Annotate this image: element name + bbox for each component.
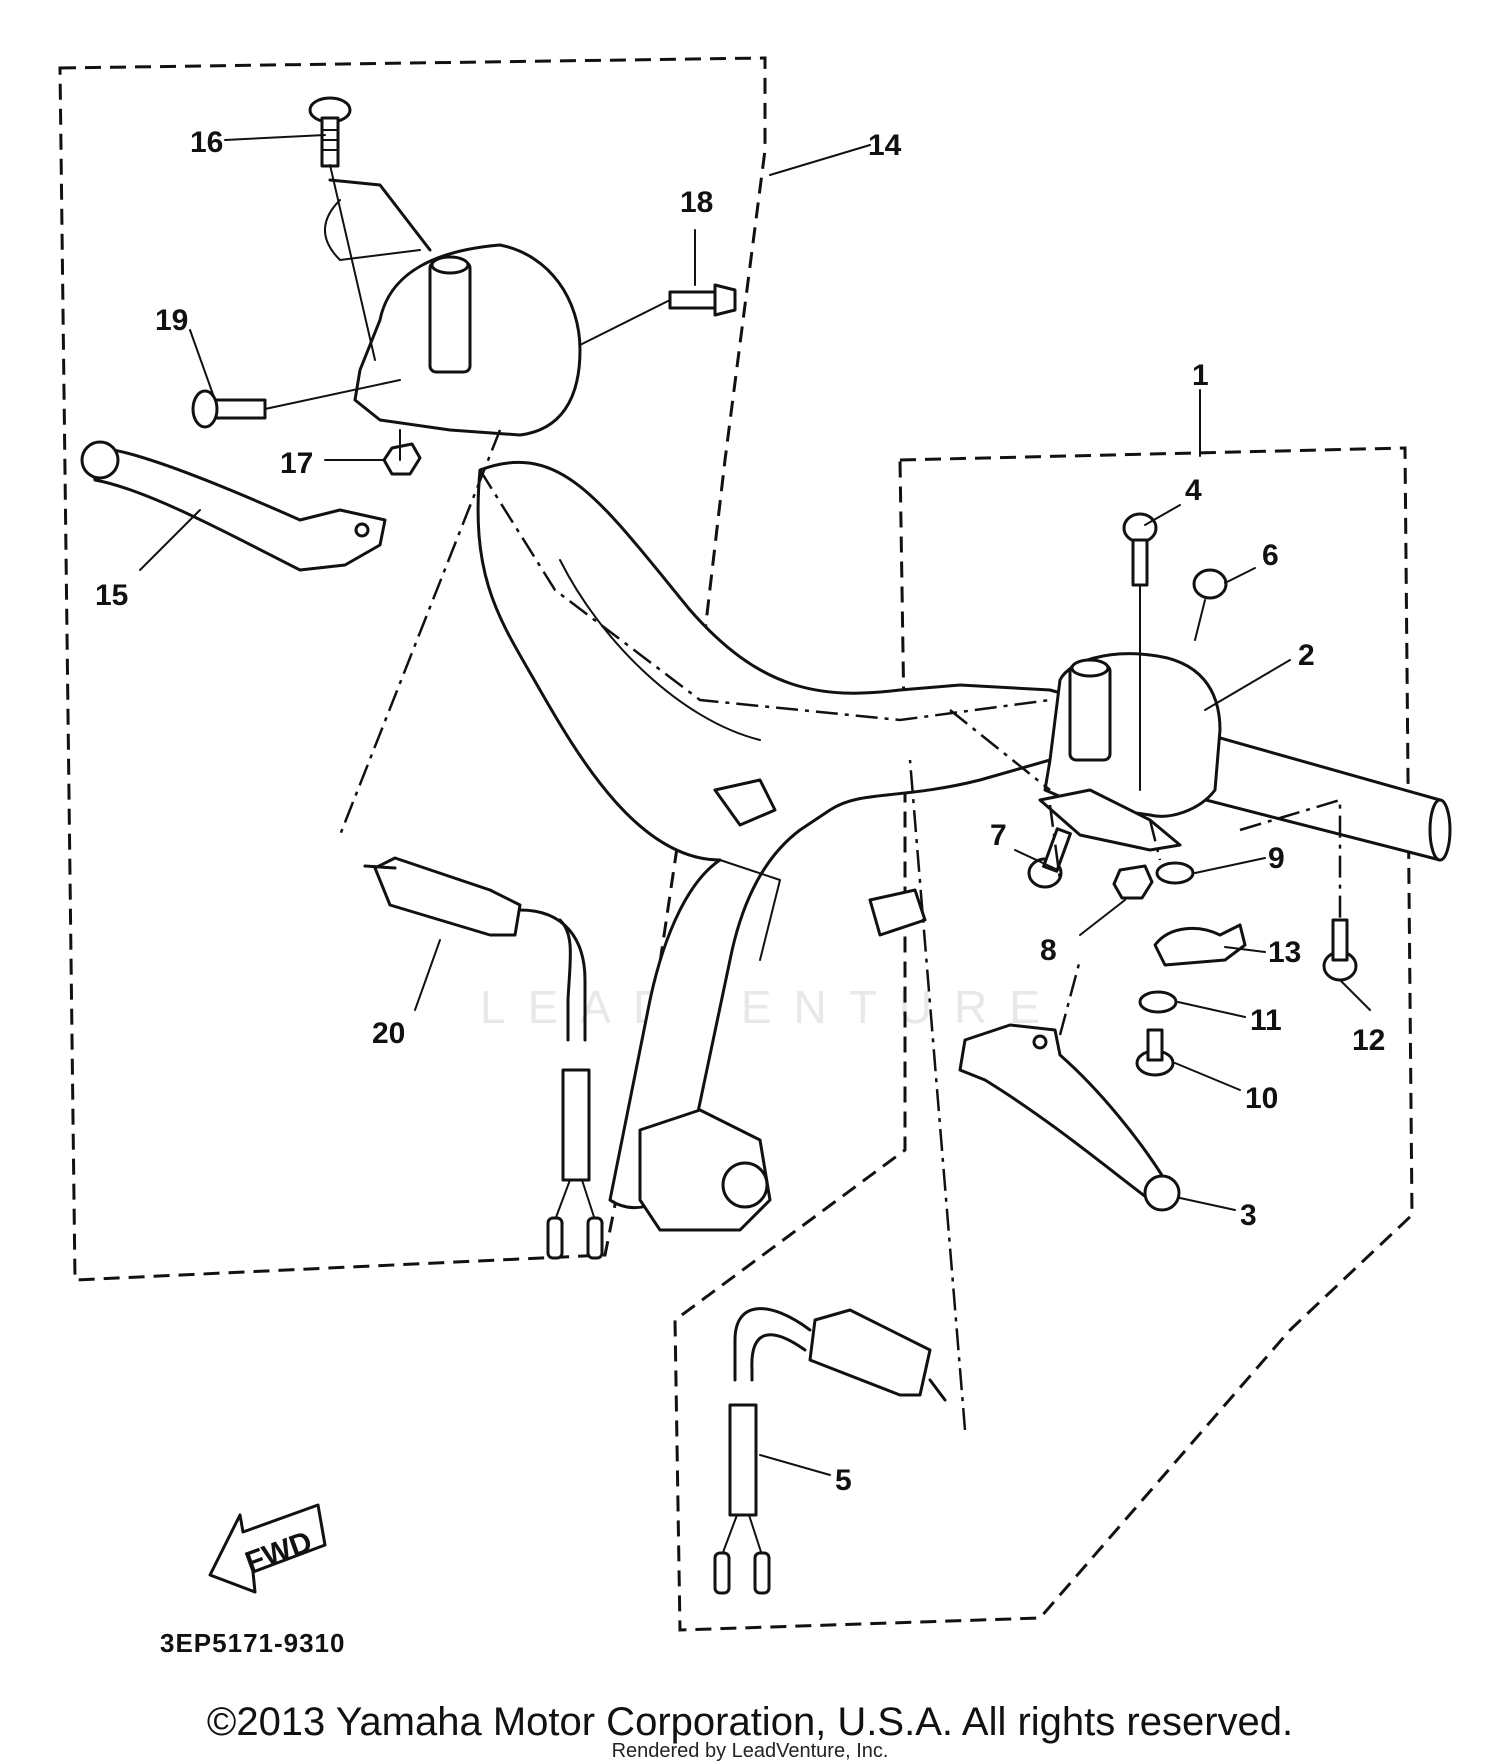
callout-5: 5 [835,1464,852,1497]
callout-2: 2 [1298,639,1315,672]
callout-10: 10 [1245,1082,1278,1115]
right-lever [958,1023,1167,1202]
right-switch-body [808,1308,932,1397]
left-lever [88,446,387,572]
callout-12: 12 [1352,1024,1385,1057]
bar-end [1428,798,1452,862]
callout-4: 4 [1185,474,1202,507]
callout-6: 6 [1262,539,1279,572]
fwd-arrow-icon: FWD [208,1503,327,1594]
handlebar [476,460,1442,1210]
callout-16: 16 [190,126,223,159]
callout-3: 3 [1240,1199,1257,1232]
callout-8: 8 [1040,934,1057,967]
callout-11: 11 [1250,1004,1282,1037]
left-switch-body [373,856,522,937]
callout-7: 7 [990,819,1007,852]
rendered-by: Rendered by LeadVenture, Inc. [611,1740,889,1762]
callout-13: 13 [1268,936,1301,969]
copyright-notice: ©2013 Yamaha Motor Corporation, U.S.A. A… [206,1700,1294,1744]
bracket-left [713,778,777,827]
callout-17: 17 [280,447,313,480]
callout-9: 9 [1268,842,1285,875]
callout-1: 1 [1192,359,1209,392]
bracket-right [868,888,927,937]
watermark: LEADVENTURE [480,981,1062,1033]
callout-14: 14 [868,129,902,162]
callout-15: 15 [95,579,128,612]
diagram-code: 3EP5171-9310 [160,1628,346,1658]
callout-18: 18 [680,186,713,219]
callout-20: 20 [372,1017,405,1050]
callout-19: 19 [155,304,188,337]
